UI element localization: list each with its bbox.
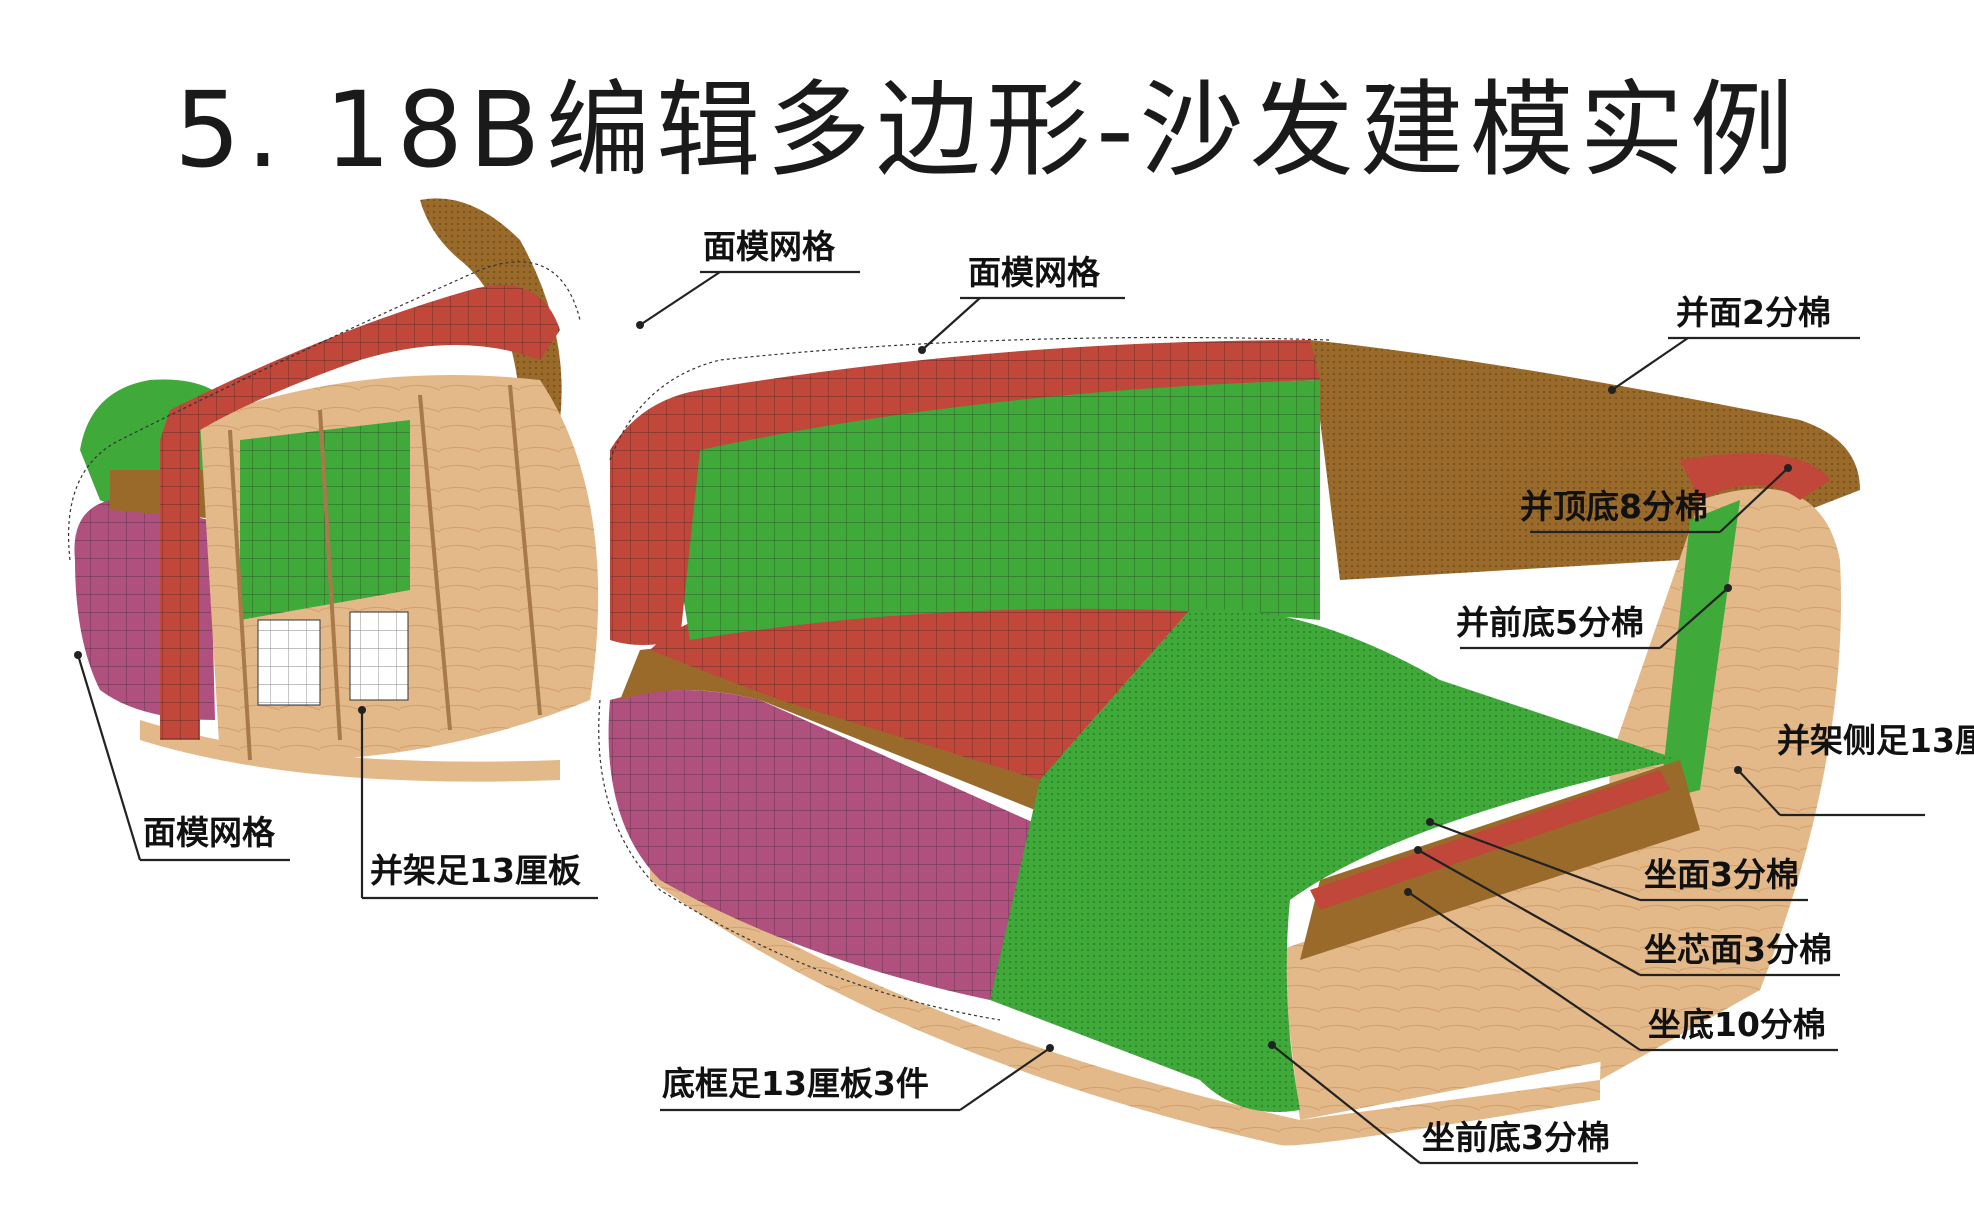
annotation-seat-core-cotton: 坐芯面3分棉 [1414,846,1840,977]
annotation-seat-base-cotton: 坐底10分棉 [1404,888,1838,1052]
annotation-base-frame-board: 底框足13厘板3件 [660,1044,1054,1112]
label-back-face-cotton: 并面2分棉 [1676,293,1831,332]
label-base-frame-board: 底框足13厘板3件 [662,1064,929,1103]
left-sofa [67,198,599,782]
annotation-back-face-cotton: 并面2分棉 [1608,293,1860,394]
label-seat-base-cotton: 坐底10分棉 [1648,1005,1826,1044]
annotation-seat-front-cotton: 坐前底3分棉 [1268,1041,1638,1165]
label-mesh-left: 面模网格 [143,813,276,852]
annotation-mesh-top-center: 面模网格 [918,253,1125,354]
label-seat-front-cotton: 坐前底3分棉 [1422,1118,1610,1157]
annotation-mesh-top-left: 面模网格 [636,227,860,329]
label-seat-face-cotton: 坐面3分棉 [1644,855,1799,894]
page-title: 5. 18B编辑多边形-沙发建模实例 [174,69,1800,191]
annotation-mesh-left: 面模网格 [74,651,290,862]
label-back-top-base-cotton: 并顶底8分棉 [1520,487,1708,526]
label-seat-core-cotton: 坐芯面3分棉 [1644,930,1832,969]
annotation-side-frame-board: 并架侧足13厘板 [1734,721,1974,817]
annotation-back-front-base-cotton: 并前底5分棉 [1456,584,1732,650]
annotation-back-top-base-cotton: 并顶底8分棉 [1520,464,1792,534]
annotation-back-frame-board: 并架足13厘板 [358,706,598,900]
label-side-frame-board: 并架侧足13厘板 [1777,721,1974,760]
annotation-seat-face-cotton: 坐面3分棉 [1426,818,1808,902]
label-back-frame-board: 并架足13厘板 [370,851,581,890]
label-mesh-top-left: 面模网格 [703,227,836,266]
right-sofa [598,336,1860,1146]
label-mesh-top-center: 面模网格 [968,253,1101,292]
left-wood-base [140,720,560,782]
label-back-front-base-cotton: 并前底5分棉 [1456,603,1644,642]
